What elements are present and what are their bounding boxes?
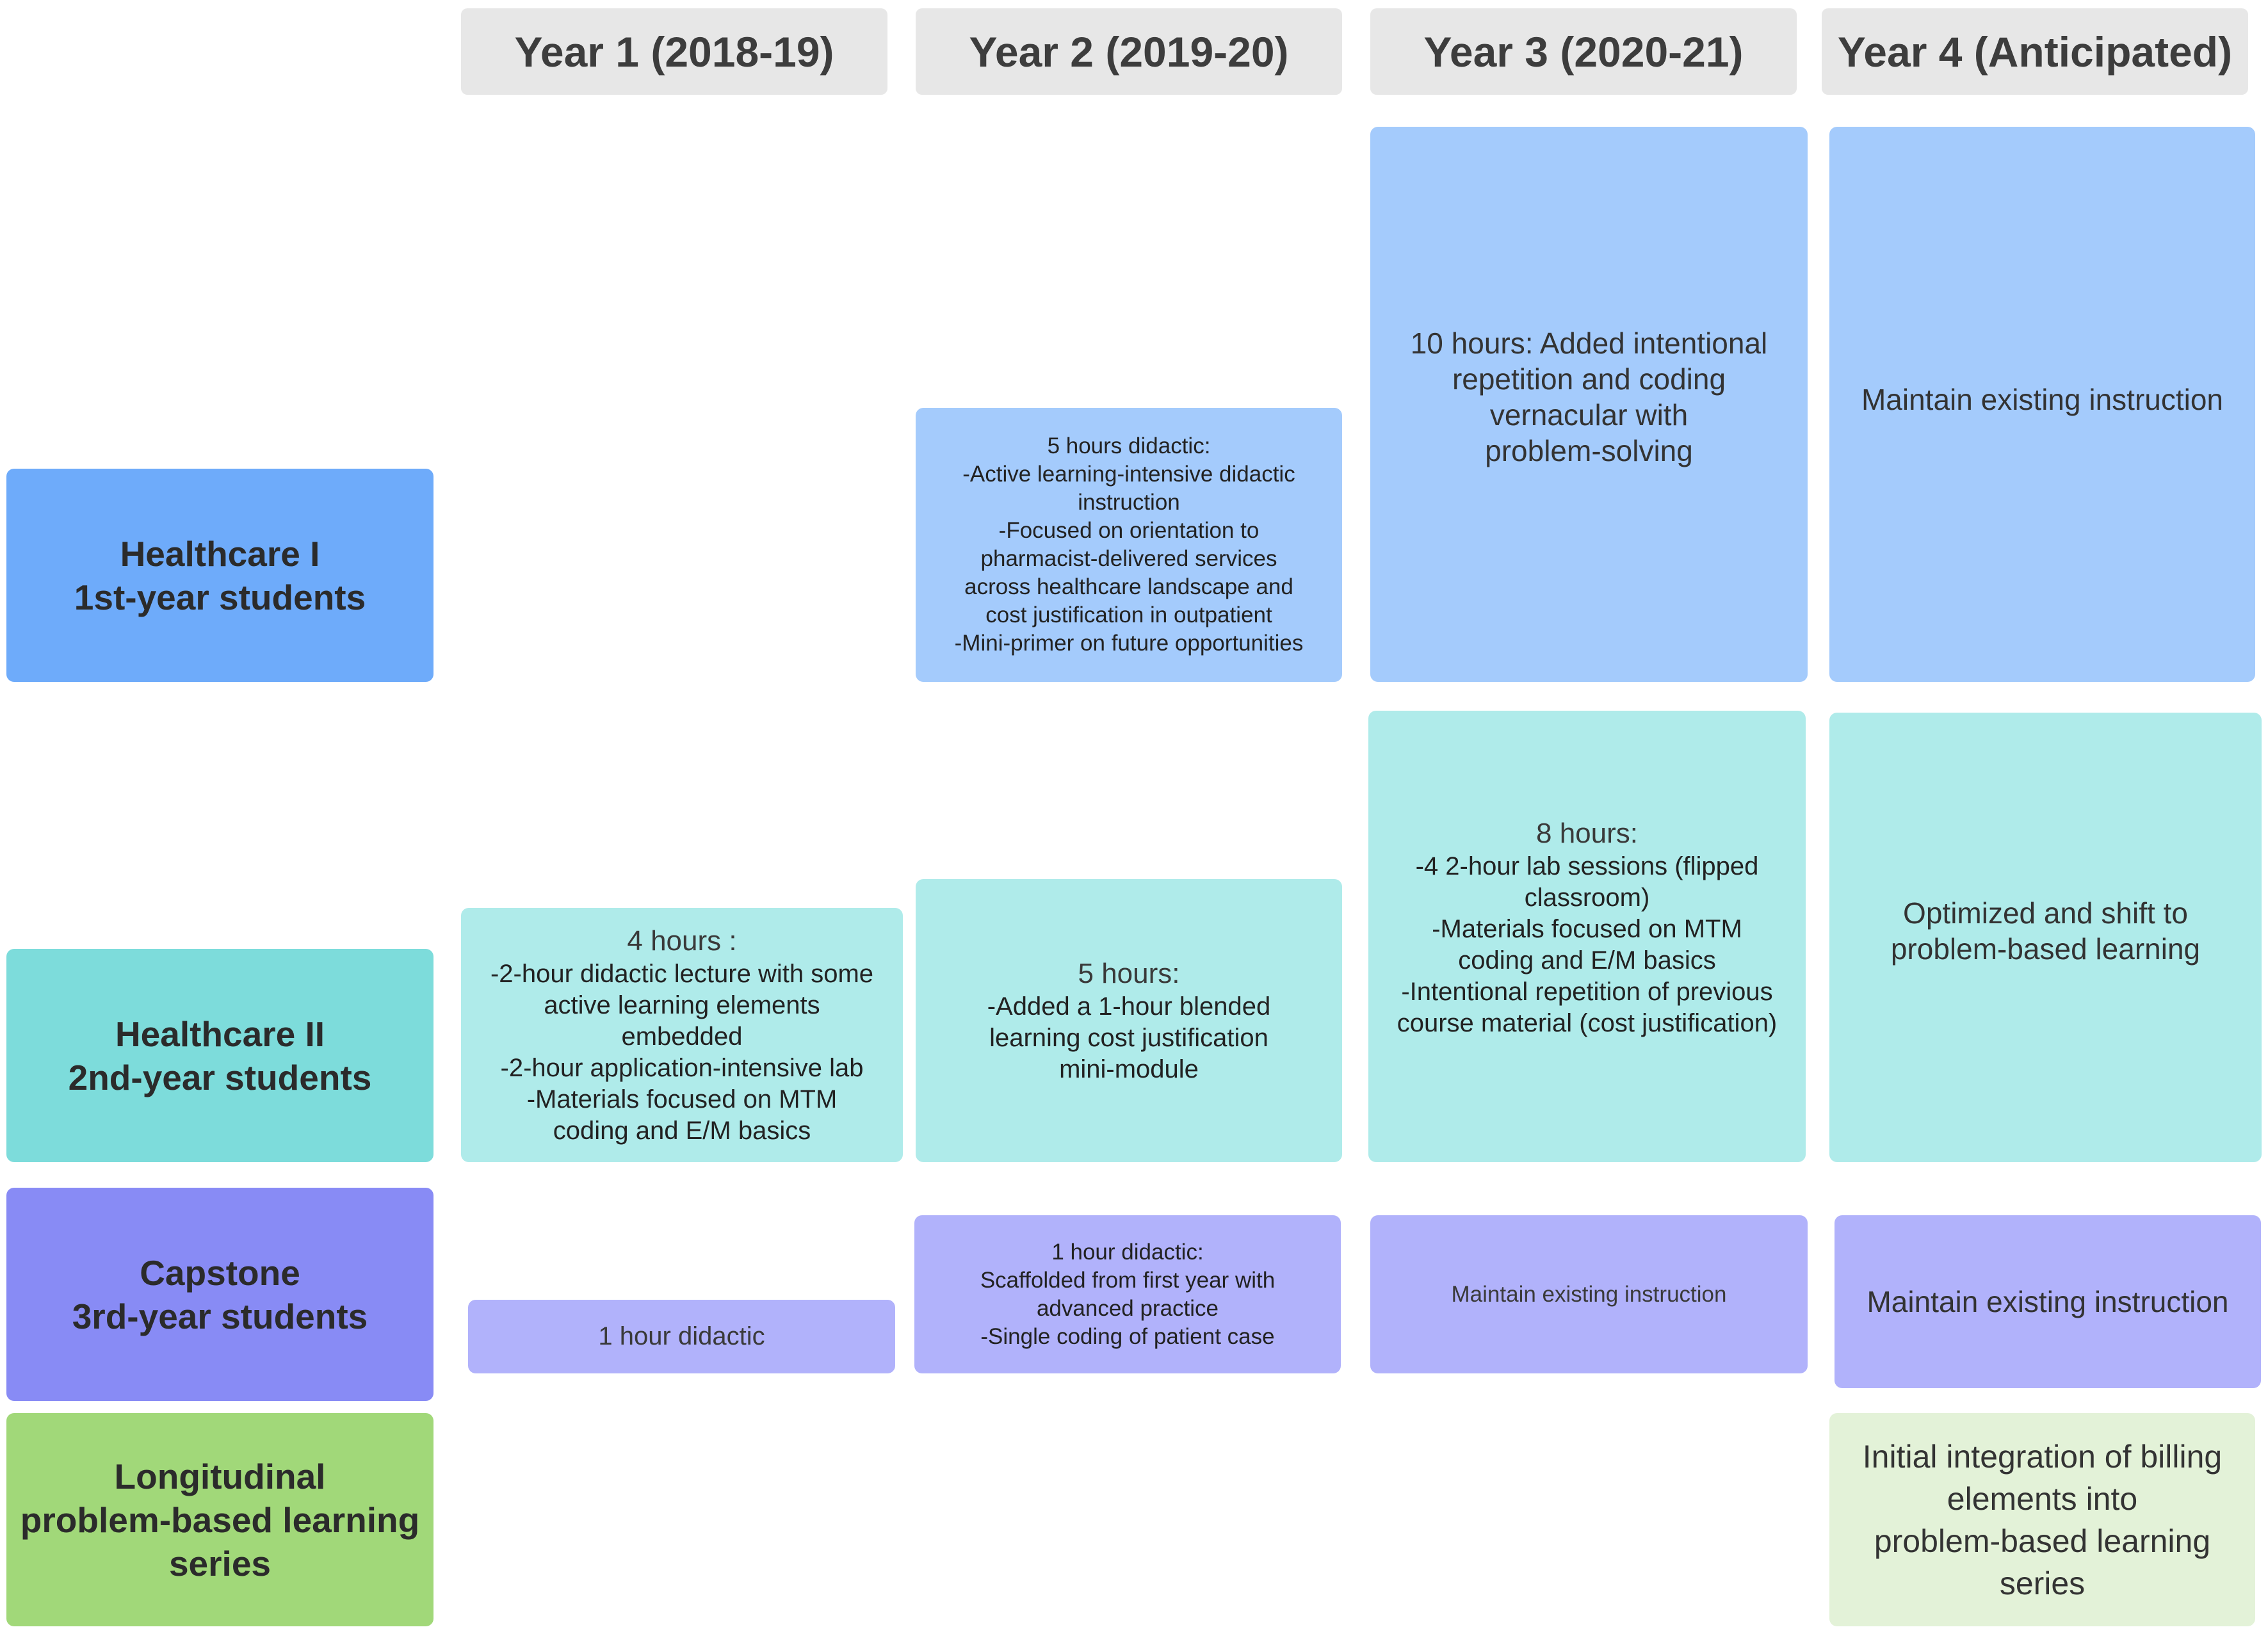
cell-capstone-year-3: Maintain existing instruction (1370, 1215, 1808, 1373)
cell-capstone-year-1: 1 hour didactic (468, 1300, 895, 1373)
cell-healthcare-2-year-3: 8 hours: -4 2-hour lab sessions (flipped… (1368, 711, 1806, 1162)
cell-healthcare-1-year-2: 5 hours didactic: -Active learning-inten… (916, 408, 1342, 682)
cell-healthcare-1-year-4: Maintain existing instruction (1829, 127, 2255, 682)
header-year-4: Year 4 (Anticipated) (1822, 8, 2248, 95)
row-label-healthcare-2: Healthcare II 2nd-year students (6, 949, 433, 1162)
header-year-3: Year 3 (2020-21) (1370, 8, 1797, 95)
cell-longitudinal-year-4: Initial integration of billing elements … (1829, 1413, 2255, 1626)
row-label-longitudinal: Longitudinal problem-based learning seri… (6, 1413, 433, 1626)
header-year-1: Year 1 (2018-19) (461, 8, 887, 95)
header-year-2: Year 2 (2019-20) (916, 8, 1342, 95)
cell-healthcare-2-year-4: Optimized and shift to problem-based lea… (1829, 713, 2262, 1162)
cell-healthcare-2-year-2: 5 hours: -Added a 1-hour blended learnin… (916, 879, 1342, 1162)
cell-healthcare-1-year-3: 10 hours: Added intentional repetition a… (1370, 127, 1808, 682)
cell-capstone-year-2: 1 hour didactic: Scaffolded from first y… (914, 1215, 1341, 1373)
cell-capstone-year-4: Maintain existing instruction (1835, 1215, 2261, 1388)
row-label-healthcare-1: Healthcare I 1st-year students (6, 469, 433, 682)
row-label-capstone: Capstone 3rd-year students (6, 1188, 433, 1401)
cell-healthcare-2-year-1: 4 hours : -2-hour didactic lecture with … (461, 908, 903, 1162)
